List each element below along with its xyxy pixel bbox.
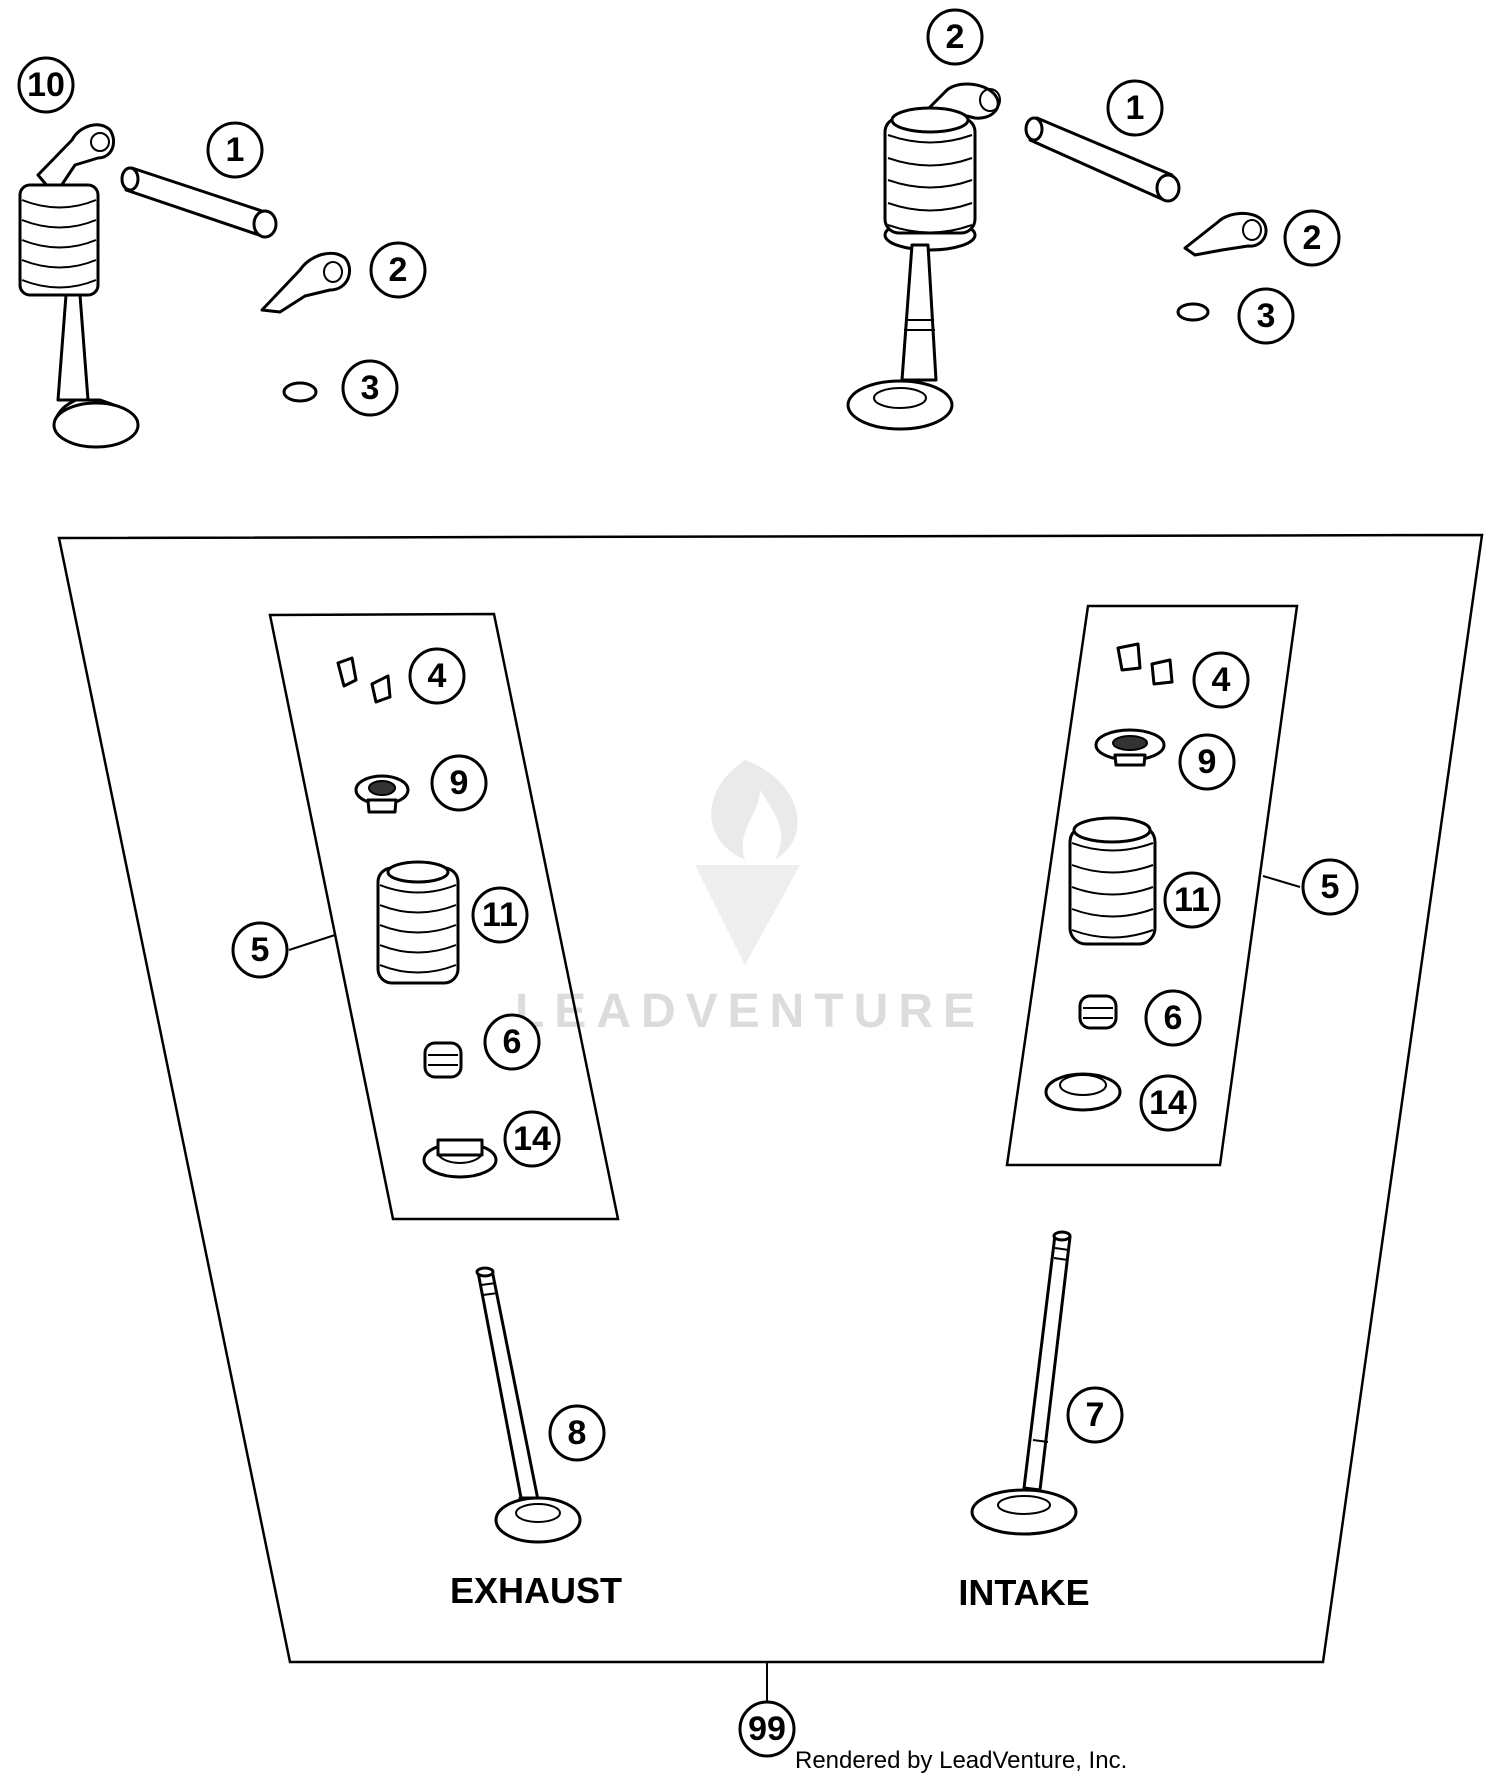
callout-1-left[interactable]: 1 — [206, 121, 264, 179]
svg-text:14: 14 — [513, 1120, 551, 1158]
callout-9-exhaust[interactable]: 9 — [430, 754, 488, 812]
rocker-shaft-left — [120, 166, 278, 239]
valve-spring-stack-left — [18, 183, 100, 297]
render-credit: Rendered by LeadVenture, Inc. — [795, 1747, 1127, 1774]
svg-text:2: 2 — [1303, 219, 1322, 257]
rocker-shaft-right — [1024, 116, 1181, 203]
svg-text:11: 11 — [482, 896, 518, 934]
svg-text:9: 9 — [450, 764, 469, 802]
callout-11-intake[interactable]: 11 — [1163, 871, 1221, 929]
svg-text:10: 10 — [27, 66, 65, 104]
svg-text:7: 7 — [1086, 1396, 1105, 1434]
exhaust-assembly-top: 10 1 2 3 — [17, 56, 427, 449]
callout-3-left[interactable]: 3 — [341, 359, 399, 417]
intake-label: INTAKE — [958, 1572, 1089, 1613]
svg-text:1: 1 — [226, 131, 245, 169]
callout-5-exhaust[interactable]: 5 — [231, 921, 289, 979]
callout-8[interactable]: 8 — [548, 1404, 606, 1462]
callout-99[interactable]: 99 — [738, 1700, 796, 1758]
callout-10[interactable]: 10 — [17, 56, 75, 114]
leadventure-watermark-logo — [695, 760, 800, 965]
svg-text:8: 8 — [568, 1414, 587, 1452]
intake-valve — [970, 1230, 1078, 1536]
callout-14-intake[interactable]: 14 — [1139, 1074, 1197, 1132]
callout-6-exhaust[interactable]: 6 — [483, 1013, 541, 1071]
callout-14-exhaust[interactable]: 14 — [503, 1110, 561, 1168]
svg-text:3: 3 — [361, 369, 380, 407]
intake-kit-parts — [1044, 642, 1174, 1112]
svg-text:2: 2 — [946, 18, 965, 56]
callout-5-intake[interactable]: 5 — [1301, 858, 1359, 916]
shim-left — [282, 381, 318, 403]
svg-text:9: 9 — [1198, 743, 1217, 781]
kit-frame-5-intake — [1005, 604, 1299, 1167]
svg-text:1: 1 — [1126, 89, 1145, 127]
svg-text:99: 99 — [748, 1710, 786, 1748]
svg-text:4: 4 — [1212, 661, 1231, 699]
callout-2-right[interactable]: 2 — [1283, 209, 1341, 267]
exhaust-label: EXHAUST — [450, 1570, 622, 1611]
rocker-arm-right — [1183, 212, 1268, 257]
callout-7[interactable]: 7 — [1066, 1386, 1124, 1444]
intake-assembly-top: 2 1 2 3 — [846, 8, 1341, 431]
svg-text:6: 6 — [503, 1023, 522, 1061]
watermark-text: LEADVENTURE — [515, 985, 985, 1038]
callout-2-top[interactable]: 2 — [926, 8, 984, 66]
callout-4-exhaust[interactable]: 4 — [408, 647, 466, 705]
svg-text:11: 11 — [1174, 881, 1210, 919]
callout-6-intake[interactable]: 6 — [1144, 989, 1202, 1047]
svg-text:4: 4 — [428, 657, 447, 695]
exhaust-valve — [475, 1266, 582, 1544]
kit-frame-99 — [57, 533, 1484, 1664]
rocker-arm-left — [260, 251, 351, 314]
svg-text:3: 3 — [1257, 297, 1276, 335]
callout-3-right[interactable]: 3 — [1237, 287, 1295, 345]
callout-4-intake[interactable]: 4 — [1192, 651, 1250, 709]
svg-text:14: 14 — [1149, 1084, 1187, 1122]
callout-1-right[interactable]: 1 — [1106, 79, 1164, 137]
callout-2-left[interactable]: 2 — [369, 241, 427, 299]
callout-11-exhaust[interactable]: 11 — [471, 886, 529, 944]
callout-9-intake[interactable]: 9 — [1178, 733, 1236, 791]
svg-text:6: 6 — [1164, 999, 1183, 1037]
svg-text:5: 5 — [251, 931, 270, 969]
kit-frame-5-exhaust — [268, 612, 620, 1221]
svg-text:2: 2 — [389, 251, 408, 289]
exhaust-kit-parts — [336, 656, 498, 1179]
valve-spring-stack-right — [883, 106, 977, 252]
shim-right — [1176, 302, 1210, 322]
svg-text:5: 5 — [1321, 868, 1340, 906]
